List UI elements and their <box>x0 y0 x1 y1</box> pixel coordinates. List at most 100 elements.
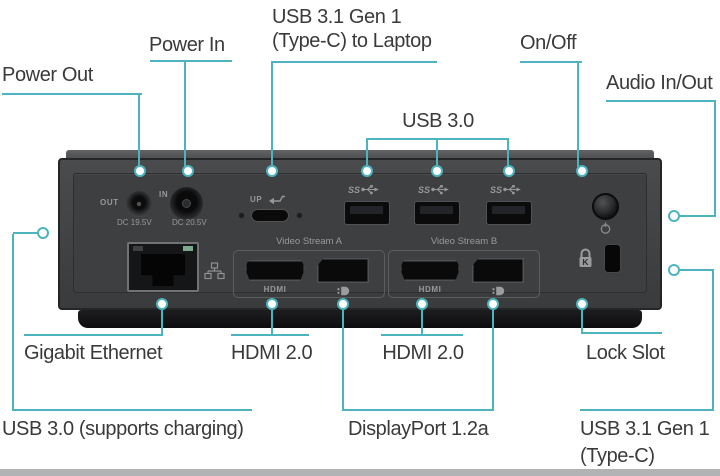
displayport-port-a <box>317 258 369 283</box>
callout-dot <box>266 165 278 177</box>
callout-line <box>150 60 232 62</box>
callout-label-usbc: USB 3.1 Gen 1 (Type-C) <box>580 416 710 470</box>
callout-dot <box>182 165 194 177</box>
dock-base <box>78 310 642 328</box>
callout-dot <box>134 165 146 177</box>
callout-line <box>12 409 252 411</box>
hdmi-port-b-label: HDMI <box>418 285 442 294</box>
callout-dot <box>266 298 278 310</box>
displayport-port-b <box>472 258 524 283</box>
usbc-screw-left <box>238 212 245 219</box>
callout-line <box>138 95 140 167</box>
ethernet-led-left <box>133 246 143 251</box>
callout-line <box>436 140 438 167</box>
callout-line <box>421 308 423 336</box>
network-icon <box>204 262 225 280</box>
callout-label-on-off: On/Off <box>520 32 577 54</box>
callout-label-gigabit-ethernet: Gigabit Ethernet <box>24 342 163 364</box>
callout-line <box>581 308 583 334</box>
callout-dot <box>668 210 680 222</box>
usb-tongue <box>420 206 453 214</box>
hdmi-port-b <box>400 260 460 281</box>
usb-a-port-3 <box>486 201 532 225</box>
ethernet-led-right <box>183 246 193 251</box>
usb-ss-marking: SS <box>411 184 457 195</box>
displayport-logo-icon <box>472 286 524 296</box>
callout-label-power-in: Power In <box>149 34 225 56</box>
usb-ss-marking: SS <box>341 184 387 195</box>
video-stream-a-title: Video Stream A <box>276 236 342 247</box>
callout-label-displayport: DisplayPort 1.2a <box>348 418 489 440</box>
callout-label-hdmi-a: HDMI 2.0 <box>231 342 313 364</box>
callout-line <box>520 61 582 63</box>
callout-dot <box>576 298 588 310</box>
callout-line <box>342 409 494 411</box>
callout-line <box>12 234 14 411</box>
video-stream-b-title: Video Stream B <box>430 236 498 247</box>
power-button <box>592 193 619 220</box>
power-in-voltage: DC 20.5V <box>172 218 207 227</box>
callout-line <box>580 409 714 411</box>
callout-line <box>381 334 463 336</box>
callout-label-hdmi-b: HDMI 2.0 <box>382 342 464 364</box>
callout-label-line: (Type-C) <box>580 445 655 467</box>
callout-label-usb30-charging: USB 3.0 (supports charging) <box>2 418 244 440</box>
usb-ss-marking: SS <box>483 184 529 195</box>
callout-label-usb30: USB 3.0 <box>402 110 474 132</box>
lock-slot-port <box>604 244 621 273</box>
video-stream-a-group <box>233 250 385 298</box>
callout-line <box>366 140 368 167</box>
usbc-upstream-marking: UP <box>250 194 287 205</box>
callout-line <box>492 308 494 411</box>
upstream-arrow-icon <box>269 195 286 205</box>
power-out-port-label: OUT <box>100 198 119 207</box>
callout-dot <box>37 227 49 239</box>
power-out-voltage: DC 19.5V <box>117 218 152 227</box>
hdmi-port-a-label: HDMI <box>263 285 287 294</box>
callout-line <box>714 102 716 215</box>
displayport-logo-icon <box>317 286 369 296</box>
usb-tongue <box>350 206 383 214</box>
callout-line <box>271 61 437 63</box>
usbc-upstream-label: UP <box>250 195 263 204</box>
video-stream-b-group <box>388 250 540 298</box>
callout-line <box>271 308 273 336</box>
callout-label-line: USB 3.1 Gen 1 <box>272 6 402 28</box>
callout-line <box>679 215 716 217</box>
callout-line <box>13 232 38 234</box>
usb-a-port-1 <box>344 201 390 225</box>
callout-dot <box>416 298 428 310</box>
callout-line <box>366 138 509 140</box>
power-in-jack-pin <box>182 199 191 208</box>
callout-dot <box>431 165 443 177</box>
callout-line <box>581 332 662 334</box>
callout-dot <box>337 298 349 310</box>
callout-label-line: USB 3.1 Gen 1 <box>580 418 710 440</box>
usbc-upstream-port <box>251 209 289 222</box>
callout-line <box>231 334 309 336</box>
callout-line <box>712 271 714 411</box>
callout-label-lock-slot: Lock Slot <box>586 342 665 364</box>
callout-line <box>577 63 579 167</box>
ss-label: SS <box>417 184 430 195</box>
callout-line <box>507 140 509 167</box>
ss-label: SS <box>347 184 360 195</box>
callout-dot <box>503 165 515 177</box>
usb-tongue <box>492 206 525 214</box>
callout-line <box>679 269 714 271</box>
callout-dot <box>156 298 168 310</box>
callout-dot <box>668 264 680 276</box>
usb-trident-icon <box>431 185 449 195</box>
callout-line <box>161 308 163 336</box>
callout-line <box>24 334 163 336</box>
callout-dot <box>487 298 499 310</box>
ss-label: SS <box>489 184 502 195</box>
callout-line <box>271 63 273 167</box>
usb-trident-icon <box>503 185 521 195</box>
callout-line <box>184 62 186 167</box>
callout-line <box>342 308 344 411</box>
power-in-port-label: IN <box>159 190 169 199</box>
svg-text:K: K <box>582 257 589 267</box>
usbc-screw-right <box>296 212 303 219</box>
